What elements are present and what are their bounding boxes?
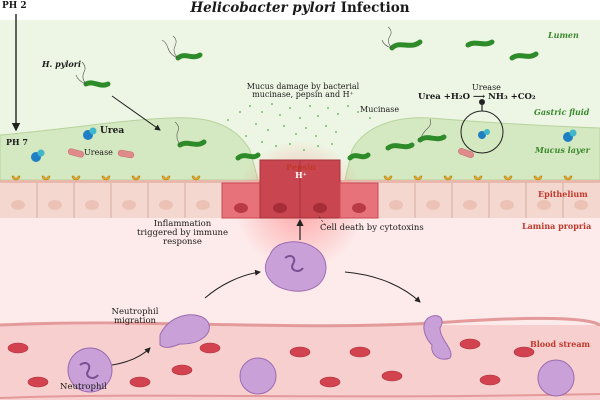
h-pylori-bacteria: [83, 39, 539, 161]
red-blood-cells: [7, 338, 535, 388]
migration-arrow-right: [344, 271, 421, 303]
bacteria-flagella: [75, 26, 431, 146]
neutrophil-label: Neutrophil: [60, 382, 107, 392]
layer-epithelium-label: Epithelium: [538, 189, 588, 199]
neutrophil-lamina: [264, 241, 327, 292]
ph-top-label: PH 2: [2, 1, 27, 11]
layer-lumen-label: Lumen: [548, 30, 579, 40]
migration-arrow-left: [204, 269, 261, 299]
urease-reaction-dot: [479, 99, 485, 105]
neutrophil-migrating-left: [159, 314, 210, 348]
cell-death-label: Cell death by cytotoxins: [320, 223, 424, 233]
ph-bottom-label: PH 7: [6, 137, 28, 147]
layer-mucus-label: Mucus layer: [535, 145, 590, 155]
vessel-wall-top: [0, 316, 600, 328]
diagram-title: Helicobacter pylori Infection: [190, 0, 410, 16]
layer-blood-stream-label: Blood stream: [530, 339, 591, 349]
neutrophil-arrow: [111, 347, 151, 366]
vessel-wall-bottom: [0, 393, 600, 399]
mucus-layer-right: [344, 117, 600, 181]
neutrophil-vessel-left: [67, 347, 113, 393]
urease-top-label: Urease: [472, 83, 501, 92]
layer-gastric-fluid-label: Gastric fluid: [534, 107, 590, 117]
pepsin-label: Pepsin H⁺: [286, 162, 316, 181]
urease-left-label: Urease: [84, 148, 113, 157]
h-pylori-arrow: [111, 95, 161, 131]
surface-receptors: [11, 175, 573, 181]
neutrophil-vessel-middle: [239, 357, 277, 395]
urease-equation: Urea +H₂O ⟶ NH₃ +CO₂: [418, 92, 536, 102]
urea-molecules: [31, 127, 577, 162]
h-pylori-label: H. pylori: [42, 59, 81, 69]
inflamed-cells: [221, 159, 379, 219]
urease-enzymes: [67, 148, 474, 159]
neutrophil-migrating-right: [423, 315, 452, 360]
neutrophil-vessel-right: [537, 359, 575, 397]
mucus-damage-particles: [227, 103, 371, 151]
layer-lamina-propria-label: Lamina propria: [522, 221, 592, 231]
mucinase-label: Mucinase: [360, 105, 400, 114]
urea-label: Urea: [100, 126, 125, 136]
mucus-layer: [0, 117, 259, 181]
